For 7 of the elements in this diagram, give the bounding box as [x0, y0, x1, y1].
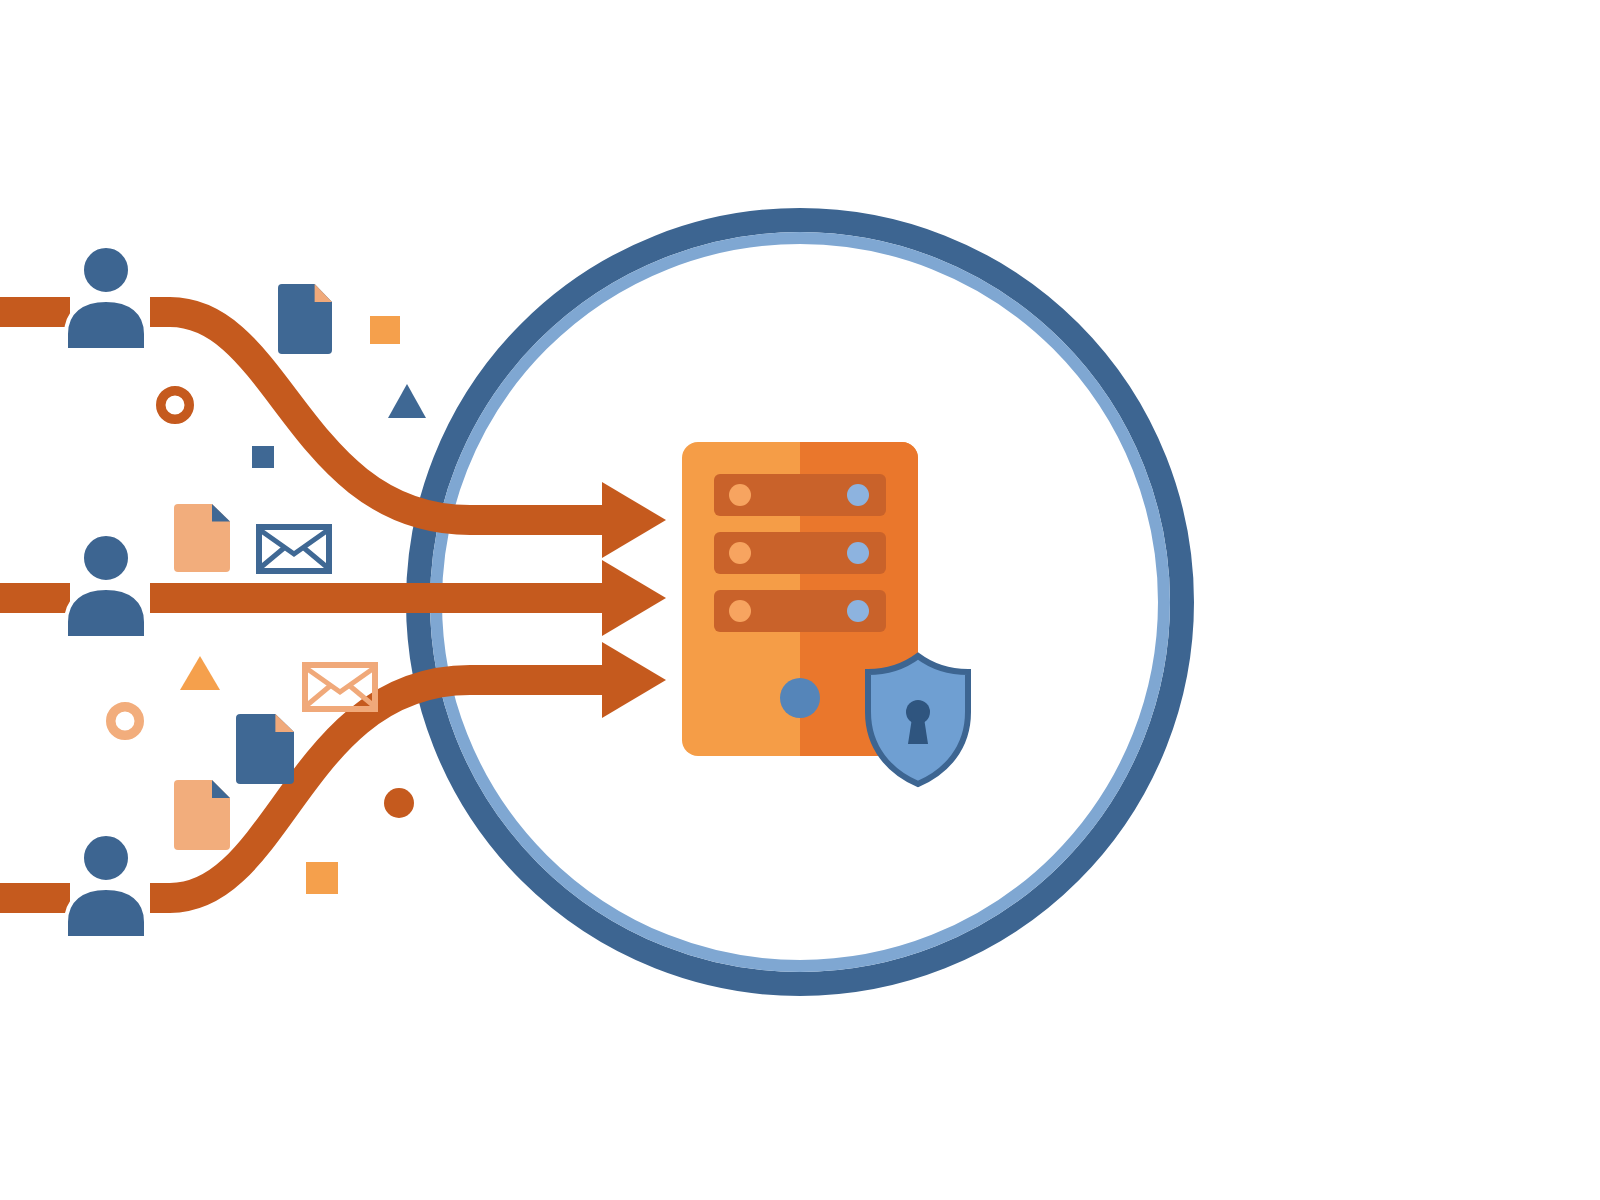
shield-keyhole-icon: [862, 652, 974, 788]
user-icon: [62, 242, 150, 354]
user-icon: [62, 530, 150, 642]
ring-outline: [406, 208, 1194, 996]
server-illustration: [682, 442, 918, 756]
user-icon: [62, 830, 150, 942]
arrow: [150, 560, 666, 636]
